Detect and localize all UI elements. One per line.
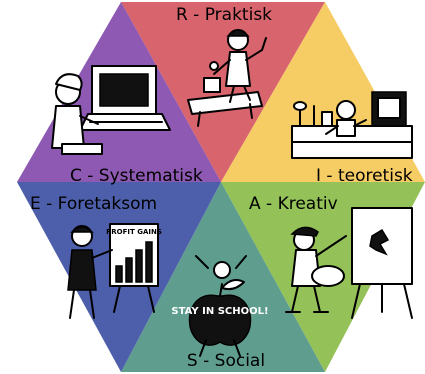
apple-text-line: STAY IN SCHOOL! (171, 306, 268, 317)
profit-sign-text: PROFIT GAINS (106, 228, 162, 236)
computer-worker-icon (51, 65, 171, 155)
label-enterprising: E - Foretaksom (30, 194, 157, 214)
segment-realistic (121, 2, 325, 182)
label-artistic: A - Kreativ (249, 194, 338, 214)
label-realistic: R - Praktisk (176, 5, 272, 25)
apple-student-icon: STAY IN SCHOOL! (171, 255, 269, 357)
painter-icon (285, 207, 413, 319)
label-social: S - Social (187, 351, 265, 371)
engineer-icon (187, 29, 267, 127)
scientist-icon (291, 91, 413, 159)
label-investigative: I - teoretisk (316, 166, 413, 186)
presenter-icon: PROFIT GAINS (67, 223, 162, 319)
label-conventional: C - Systematisk (70, 166, 203, 186)
